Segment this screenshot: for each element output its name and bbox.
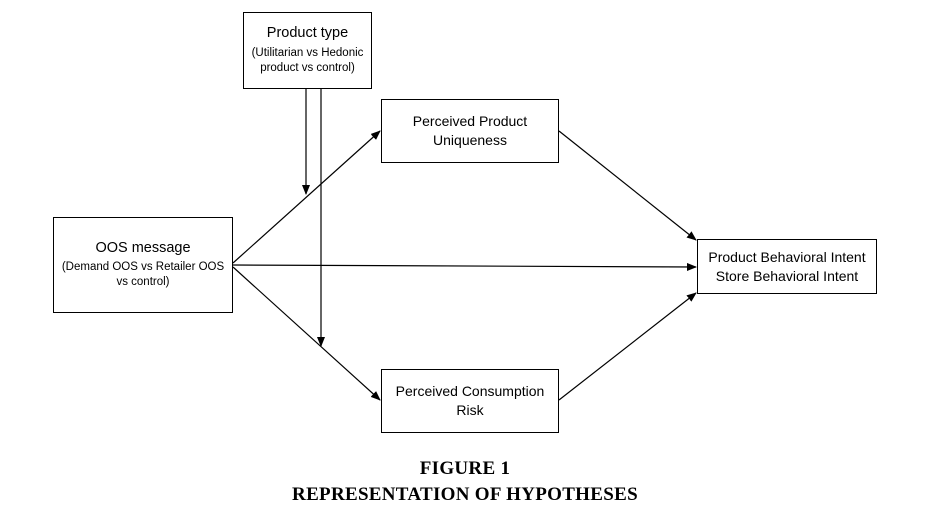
product-type-detail-2: product vs control) xyxy=(260,62,355,75)
arrow-oos-to-behavioral xyxy=(232,262,697,271)
oos-message-detail-2: vs control) xyxy=(116,276,170,289)
figure-title: REPRESENTATION OF HYPOTHESES xyxy=(292,484,638,505)
perceived-uniqueness-box: Perceived Product Uniqueness xyxy=(381,99,559,163)
product-behavioral-intent-label: Product Behavioral Intent xyxy=(708,248,866,265)
perceived-risk-line-1: Perceived Consumption xyxy=(395,383,545,400)
oos-message-detail-1: (Demand OOS vs Retailer OOS xyxy=(61,260,225,273)
arrow-oos-to-risk xyxy=(232,266,381,401)
product-type-title: Product type xyxy=(266,25,349,42)
oos-message-box: OOS message (Demand OOS vs Retailer OOS … xyxy=(53,217,233,313)
product-type-box: Product type (Utilitarian vs Hedonic pro… xyxy=(243,12,372,89)
figure-label: FIGURE 1 xyxy=(419,458,511,479)
perceived-risk-line-2: Risk xyxy=(456,402,484,418)
store-behavioral-intent-label: Store Behavioral Intent xyxy=(715,267,859,284)
oos-message-title: OOS message xyxy=(95,240,191,257)
arrow-uniqueness-to-behavioral xyxy=(558,130,697,241)
perceived-uniqueness-line-2: Uniqueness xyxy=(433,132,507,148)
perceived-uniqueness-line-1: Perceived Product xyxy=(412,113,528,130)
behavioral-intent-box: Product Behavioral Intent Store Behavior… xyxy=(697,239,877,294)
perceived-risk-box: Perceived Consumption Risk xyxy=(381,369,559,433)
arrow-oos-to-uniqueness xyxy=(232,130,381,264)
arrow-risk-to-behavioral xyxy=(558,292,697,401)
product-type-detail-1: (Utilitarian vs Hedonic xyxy=(251,46,364,59)
